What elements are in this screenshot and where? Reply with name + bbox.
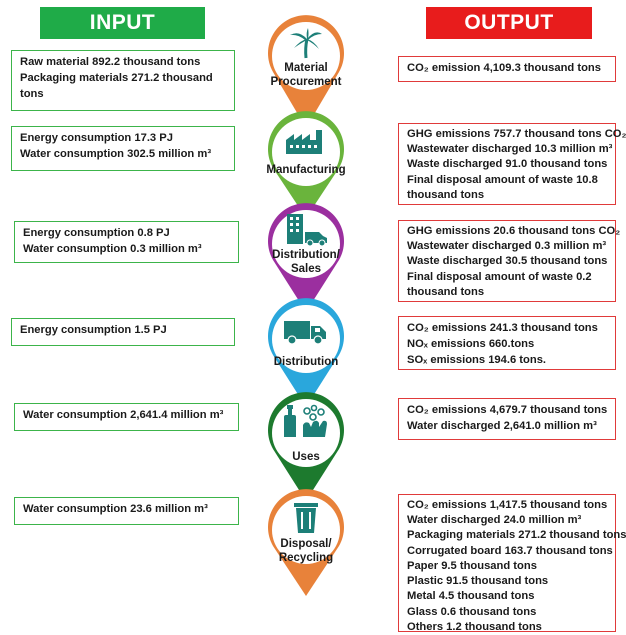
output-box-manufacturing: GHG emissions 757.7 thousand tons CO₂ Wa… [398, 123, 626, 205]
output-text: Water discharged 24.0 million m³ [407, 514, 582, 527]
output-text: Glass 0.6 thousand tons [407, 605, 537, 618]
output-header: OUTPUT [426, 7, 592, 39]
input-text: Energy consumption 17.3 PJ [20, 132, 173, 144]
input-header: INPUT [40, 7, 205, 39]
output-text: Others 1.2 thousand tons [407, 620, 542, 633]
stage-pin-manufacturing: Manufacturing [263, 106, 349, 222]
output-text: GHG emissions 20.6 thousand tons CO₂ [407, 225, 621, 237]
input-text: Water consumption 0.3 million m³ [23, 242, 202, 255]
input-box-distribution-sales: Energy consumption 0.8 PJ Water consumpt… [14, 221, 239, 263]
output-text: Corrugated board 163.7 thousand tons [407, 544, 613, 557]
input-box-uses: Water consumption 2,641.4 million m³ [14, 403, 239, 431]
stage-pin-disposal-recycling: Disposal/ Recycling [263, 484, 349, 600]
input-text: Water consumption 23.6 million m³ [23, 503, 208, 515]
stage-name: Uses [292, 451, 320, 463]
input-box-material-procurement: Raw material 892.2 thousand tons Packagi… [11, 50, 235, 111]
output-box-distribution-sales: GHG emissions 20.6 thousand tons CO₂ Was… [398, 220, 621, 302]
output-box-material-procurement: CO₂ emission 4,109.3 thousand tons [398, 56, 616, 82]
output-text: CO₂ emissions 4,679.7 thousand tons [407, 404, 608, 416]
output-text: SOₓ emissions 194.6 tons. [407, 353, 547, 366]
output-text: Metal 4.5 thousand tons [407, 590, 535, 603]
palm-tree-icon [289, 28, 323, 59]
stage-name: Disposal/ [280, 538, 332, 550]
stage-name: Distribution/ [272, 249, 340, 261]
output-text: CO₂ emission 4,109.3 thousand tons [407, 62, 601, 74]
stage-name: Distribution [273, 356, 339, 368]
output-text: Water discharged 2,641.0 million m³ [407, 419, 597, 432]
stage-name: Procurement [270, 76, 342, 89]
input-text: Water consumption 2,641.4 million m³ [23, 409, 224, 421]
output-text: GHG emissions 757.7 thousand tons CO₂ [407, 128, 626, 140]
stage-name: Material [284, 62, 328, 74]
stage-pin-distribution: Distribution [263, 293, 349, 411]
input-box-distribution: Energy consumption 1.5 PJ [11, 318, 235, 346]
output-text: CO₂ emissions 241.3 thousand tons [407, 322, 598, 334]
stage-name: Sales [290, 263, 322, 276]
input-box-manufacturing: Energy consumption 17.3 PJ Water consump… [11, 126, 235, 171]
output-text: Paper 9.5 thousand tons [407, 559, 537, 572]
output-text: CO₂ emissions 1,417.5 thousand tons [407, 499, 608, 511]
bottle-washing-icon [283, 404, 329, 439]
output-text: Packaging materials 271.2 thousand tons [407, 529, 626, 542]
output-box-disposal-recycling: CO₂ emissions 1,417.5 thousand tons Wate… [398, 494, 626, 633]
input-text: Energy consumption 1.5 PJ [20, 324, 167, 336]
output-box-distribution: CO₂ emissions 241.3 thousand tons NOₓ em… [398, 316, 616, 370]
stage-name: Recycling [278, 552, 334, 565]
output-text: Wastewater discharged 0.3 million m³ [407, 240, 607, 253]
output-text: Wastewater discharged 10.3 million m³ [407, 143, 613, 156]
input-text: Packaging materials 271.2 thousand tons [20, 71, 213, 100]
store-truck-icon [283, 214, 329, 247]
truck-icon [284, 321, 328, 345]
output-text: Final disposal amount of waste 10.8 thou… [407, 173, 598, 201]
trash-bin-icon [293, 502, 319, 534]
input-text: Raw material 892.2 thousand tons [20, 56, 201, 68]
stage-pin-distribution-sales: Distribution/ Sales [263, 198, 349, 316]
stage-pin-material-procurement: Material Procurement [263, 10, 349, 132]
output-text: NOₓ emissions 660.tons [407, 337, 535, 350]
output-text: Waste discharged 91.0 thousand tons [407, 158, 608, 171]
output-text: Waste discharged 30.5 thousand tons [407, 255, 608, 268]
input-box-disposal-recycling: Water consumption 23.6 million m³ [14, 497, 239, 525]
input-text: Energy consumption 0.8 PJ [23, 227, 170, 239]
output-text: Plastic 91.5 thousand tons [407, 575, 549, 588]
input-text: Water consumption 302.5 million m³ [20, 147, 212, 160]
output-box-uses: CO₂ emissions 4,679.7 thousand tons Wate… [398, 398, 616, 440]
factory-icon [286, 130, 326, 154]
output-text: Final disposal amount of waste 0.2 thous… [407, 270, 592, 298]
stage-pin-uses: Uses [263, 387, 349, 505]
stage-name: Manufacturing [266, 164, 346, 176]
